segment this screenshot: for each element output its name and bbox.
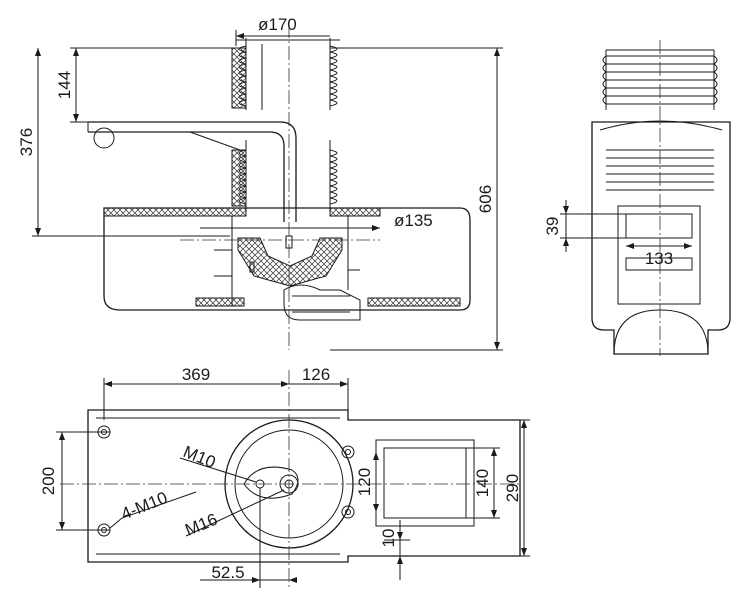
dim-10: 10 bbox=[379, 520, 410, 580]
dim-200: 200 bbox=[39, 431, 110, 531]
dim-label-120: 120 bbox=[355, 468, 374, 496]
contact-arm bbox=[87, 121, 297, 222]
lower-bushing bbox=[231, 140, 338, 210]
side-view: 39 133 bbox=[543, 40, 731, 356]
callout-label-m10: M10 bbox=[181, 442, 219, 472]
tank-body bbox=[103, 207, 471, 321]
dim-133: 133 bbox=[626, 243, 692, 268]
dim-label-140: 140 bbox=[473, 469, 492, 497]
dim-39: 39 bbox=[543, 200, 626, 252]
dim-label-144: 144 bbox=[55, 71, 74, 99]
dim-label-290: 290 bbox=[503, 474, 522, 502]
dim-120: 120 bbox=[355, 452, 379, 512]
dim-label-133: 133 bbox=[645, 249, 673, 268]
dim-144: 144 bbox=[55, 47, 232, 123]
front-section-view: ø170 144 376 606 bbox=[17, 15, 503, 351]
dim-126: 126 bbox=[289, 365, 349, 410]
dim-label-d135: ø135 bbox=[394, 211, 433, 230]
dim-369: 369 bbox=[103, 365, 289, 420]
dim-label-200: 200 bbox=[39, 467, 58, 495]
dim-52-5: 52.5 bbox=[200, 488, 297, 588]
callout-label-4-m10: 4-M10 bbox=[118, 488, 170, 524]
dim-606: 606 bbox=[330, 47, 503, 351]
dim-label-39: 39 bbox=[543, 217, 562, 236]
dim-290: 290 bbox=[503, 419, 530, 557]
dim-label-d170: ø170 bbox=[258, 15, 297, 34]
dim-d170: ø170 bbox=[235, 15, 330, 46]
dim-label-10: 10 bbox=[379, 529, 398, 548]
dim-label-606: 606 bbox=[476, 185, 495, 213]
dim-label-369: 369 bbox=[182, 365, 210, 384]
dim-label-126: 126 bbox=[302, 365, 330, 384]
mounting-holes bbox=[97, 425, 355, 537]
dim-140: 140 bbox=[466, 447, 500, 519]
dim-d135: ø135 bbox=[200, 211, 433, 231]
dim-376: 376 bbox=[17, 48, 230, 237]
callout-label-m16: M16 bbox=[182, 510, 220, 540]
upper-bushing bbox=[231, 38, 340, 110]
dim-label-52-5: 52.5 bbox=[211, 563, 244, 582]
callout-m10: M10 bbox=[179, 442, 257, 483]
dim-label-376: 376 bbox=[17, 128, 36, 156]
plan-view: 369 126 200 120 bbox=[39, 365, 530, 590]
